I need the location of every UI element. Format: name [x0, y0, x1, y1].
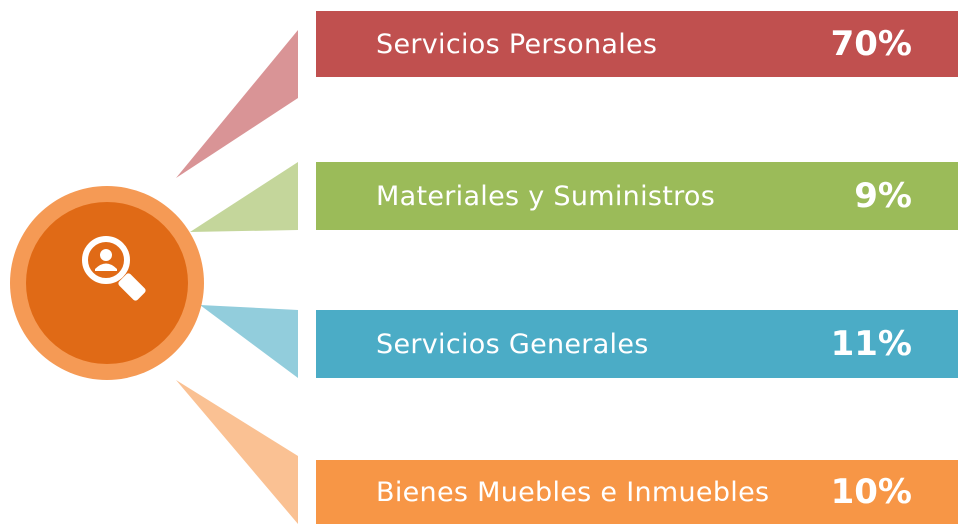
category-label: Materiales y Suministros: [376, 180, 716, 212]
connector-servicios-generales: [200, 305, 298, 378]
category-bar-servicios-generales: Servicios Generales 11%: [316, 310, 958, 378]
category-label: Servicios Generales: [376, 328, 649, 360]
category-percentage: 10%: [830, 472, 912, 512]
category-bar-materiales-suministros: Materiales y Suministros 9%: [316, 162, 958, 230]
user-search-icon: [82, 236, 146, 301]
connector-materiales-suministros: [190, 162, 298, 232]
category-percentage: 70%: [830, 24, 912, 64]
category-label: Bienes Muebles e Inmuebles: [376, 476, 770, 508]
category-percentage: 11%: [830, 324, 912, 364]
connector-bienes-muebles: [176, 380, 298, 524]
category-bar-servicios-personales: Servicios Personales 70%: [316, 11, 958, 77]
category-bar-bienes-muebles: Bienes Muebles e Inmuebles 10%: [316, 460, 958, 524]
category-percentage: 9%: [854, 176, 912, 216]
connector-servicios-personales: [176, 30, 298, 178]
category-label: Servicios Personales: [376, 28, 658, 60]
